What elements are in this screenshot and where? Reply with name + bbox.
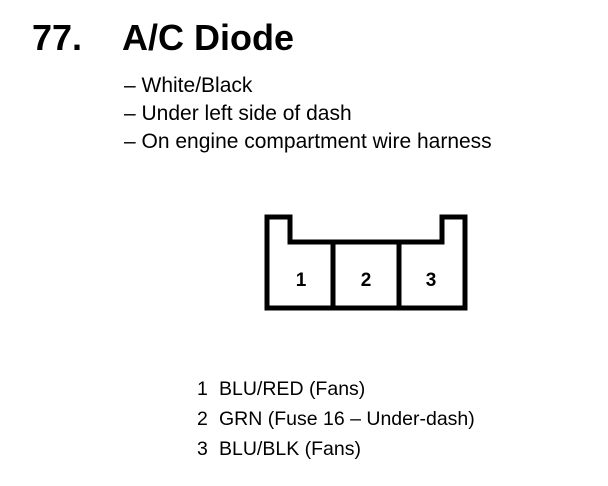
pin-3-label: 3 (426, 270, 437, 291)
note-harness: – On engine compartment wire harness (124, 130, 492, 153)
pin-list: 1 BLU/RED (Fans) 2 GRN (Fuse 16 – Under-da… (197, 374, 475, 464)
pin-2-label: 2 (361, 270, 372, 291)
pin-list-item: 1 BLU/RED (Fans) (197, 374, 475, 404)
connector-outline (264, 214, 468, 311)
connector-diagram: 1 2 3 (264, 214, 468, 311)
note-color: – White/Black (124, 74, 253, 97)
pin-wire-label: BLU/RED (Fans) (219, 378, 366, 400)
pin-1-label: 1 (296, 270, 307, 291)
note-location: – Under left side of dash (124, 102, 352, 125)
pin-number: 1 (197, 378, 208, 400)
connector-notes: – White/Black – Under left side of dash … (124, 72, 492, 156)
section-title: A/C Diode (122, 17, 295, 58)
pin-wire-label: BLU/BLK (Fans) (219, 438, 361, 460)
pin-wire-label: GRN (Fuse 16 – Under-dash) (219, 408, 475, 430)
page-title: 77. A/C Diode (32, 14, 294, 62)
pin-number: 3 (197, 438, 208, 460)
pin-list-item: 3 BLU/BLK (Fans) (197, 434, 475, 464)
pin-number: 2 (197, 408, 208, 430)
section-number: 77. (32, 17, 83, 58)
pin-list-item: 2 GRN (Fuse 16 – Under-dash) (197, 404, 475, 434)
